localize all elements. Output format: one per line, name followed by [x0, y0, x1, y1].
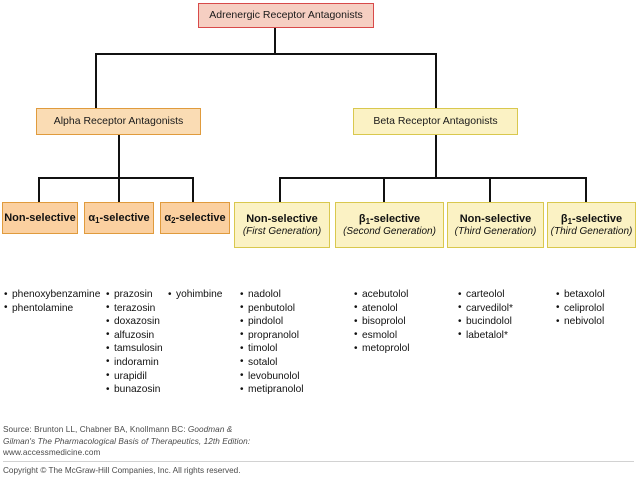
- drug-list-alpha1-selective: prazosinterazosindoxazosinalfuzosintamsu…: [106, 288, 163, 397]
- drug-item: celiprolol: [556, 301, 605, 316]
- node-sublabel: (Third Generation): [550, 225, 633, 237]
- footer-divider: [3, 461, 634, 462]
- drug-item: labetalol*: [458, 328, 513, 343]
- connector-alpha-drop: [95, 53, 97, 108]
- source-line-1: Source: Brunton LL, Chabner BA, Knollman…: [3, 425, 233, 434]
- node-alpha2-selective: α2-selective: [160, 202, 230, 234]
- node-beta-non-selective-first-generation: Non-selective (First Generation): [234, 202, 330, 248]
- source-citation: Source: Brunton LL, Chabner BA, Knollman…: [3, 424, 633, 459]
- drug-item: urapidil: [106, 369, 163, 384]
- drug-item: tamsulosin: [106, 342, 163, 356]
- greek-alpha: α: [164, 211, 172, 224]
- subscript-1: 1: [567, 217, 572, 227]
- node-sublabel: (Third Generation): [454, 225, 537, 237]
- drug-item: phenoxybenzamine: [4, 288, 100, 302]
- node-sublabel: (Second Generation): [343, 225, 436, 237]
- drug-item: propranolol: [240, 328, 304, 343]
- subscript-1: 1: [95, 215, 100, 225]
- connector-alpha-stem: [118, 135, 120, 177]
- connector-alpha-leaf-3: [192, 177, 194, 202]
- node-label: Beta Receptor Antagonists: [373, 114, 498, 127]
- node-beta1-selective-third-generation: β1-selective (Third Generation): [547, 202, 636, 248]
- connector-beta-drop: [435, 53, 437, 108]
- drug-item: prazosin: [106, 288, 163, 302]
- subscript-2: 2: [171, 215, 176, 225]
- node-adrenergic-receptor-antagonists: Adrenergic Receptor Antagonists: [198, 3, 374, 28]
- drug-item: phentolamine: [4, 301, 100, 316]
- connector-alpha-leaf-2: [118, 177, 120, 202]
- connector-beta-leaf-4: [585, 177, 587, 202]
- drug-item: bisoprolol: [354, 315, 410, 329]
- drug-item: metipranolol: [240, 383, 304, 397]
- connector-beta-leaf-2: [383, 177, 385, 202]
- drug-list-beta1-selective-second-generation: acebutololatenololbisoprololesmololmetop…: [354, 288, 410, 356]
- drug-item: betaxolol: [556, 288, 605, 302]
- node-label: Non-selective: [246, 213, 318, 226]
- drug-item: atenolol: [354, 301, 410, 316]
- drug-item: doxazosin: [106, 315, 163, 329]
- connector-beta-leaf-1: [279, 177, 281, 202]
- drug-item: carvedilol*: [458, 301, 513, 316]
- connector-alpha-leaf-1: [38, 177, 40, 202]
- drug-item: alfuzosin: [106, 328, 163, 343]
- connector-alpha-bar: [38, 177, 194, 179]
- drug-item: levobunolol: [240, 369, 304, 384]
- node-beta-non-selective-third-generation: Non-selective (Third Generation): [447, 202, 544, 248]
- node-label: β1-selective: [560, 213, 623, 227]
- drug-item: terazosin: [106, 301, 163, 316]
- node-sublabel: (First Generation): [242, 225, 322, 237]
- drug-item: yohimbine: [168, 288, 222, 302]
- drug-item: carteolol: [458, 288, 513, 302]
- drug-item: timolol: [240, 342, 304, 356]
- node-label: α2-selective: [164, 211, 226, 225]
- drug-list-alpha-non-selective: phenoxybenzaminephentolamine: [4, 288, 100, 315]
- drug-item: acebutolol: [354, 288, 410, 302]
- drug-list-beta-non-selective-first-generation: nadololpenbutololpindololpropranololtimo…: [240, 288, 304, 397]
- node-label: Non-selective: [459, 213, 532, 226]
- connector-level2-bar: [95, 53, 437, 55]
- subscript-1: 1: [365, 217, 370, 227]
- drug-item: pindolol: [240, 315, 304, 329]
- drug-item: metoprolol: [354, 342, 410, 356]
- node-alpha-non-selective: Non-selective: [2, 202, 78, 234]
- drug-item: bunazosin: [106, 383, 163, 397]
- connector-beta-leaf-3: [489, 177, 491, 202]
- connector-beta-bar: [279, 177, 587, 179]
- node-label: Adrenergic Receptor Antagonists: [209, 8, 363, 21]
- node-beta1-selective-second-generation: β1-selective (Second Generation): [335, 202, 444, 248]
- connector-root-stem: [274, 28, 276, 53]
- node-label: α1-selective: [88, 211, 150, 225]
- source-line-2: Gilman's The Pharmacological Basis of Th…: [3, 436, 251, 446]
- copyright-text: Copyright © The McGraw-Hill Companies, I…: [3, 466, 241, 475]
- drug-item: penbutolol: [240, 301, 304, 316]
- node-label: Non-selective: [4, 211, 76, 224]
- connector-beta-stem: [435, 135, 437, 177]
- drug-item: sotalol: [240, 355, 304, 370]
- drug-item: bucindolol: [458, 315, 513, 329]
- drug-list-alpha2-selective: yohimbine: [168, 288, 222, 302]
- node-label: Alpha Receptor Antagonists: [53, 114, 184, 127]
- drug-item: nadolol: [240, 288, 304, 302]
- drug-list-beta-non-selective-third-generation: carteololcarvedilol*bucindolollabetalol*: [458, 288, 513, 342]
- node-label: β1-selective: [358, 213, 421, 227]
- drug-list-beta1-selective-third-generation: betaxololceliprololnebivolol: [556, 288, 605, 329]
- source-line-3: www.accessmedicine.com: [3, 448, 101, 457]
- drug-item: indoramin: [106, 355, 163, 370]
- node-beta-receptor-antagonists: Beta Receptor Antagonists: [353, 108, 518, 135]
- node-alpha1-selective: α1-selective: [84, 202, 154, 234]
- greek-alpha: α: [88, 211, 96, 224]
- footer: Source: Brunton LL, Chabner BA, Knollman…: [3, 424, 634, 475]
- greek-beta: β: [560, 213, 568, 226]
- drug-item: esmolol: [354, 328, 410, 343]
- greek-beta: β: [358, 213, 366, 226]
- node-alpha-receptor-antagonists: Alpha Receptor Antagonists: [36, 108, 201, 135]
- drug-item: nebivolol: [556, 315, 605, 329]
